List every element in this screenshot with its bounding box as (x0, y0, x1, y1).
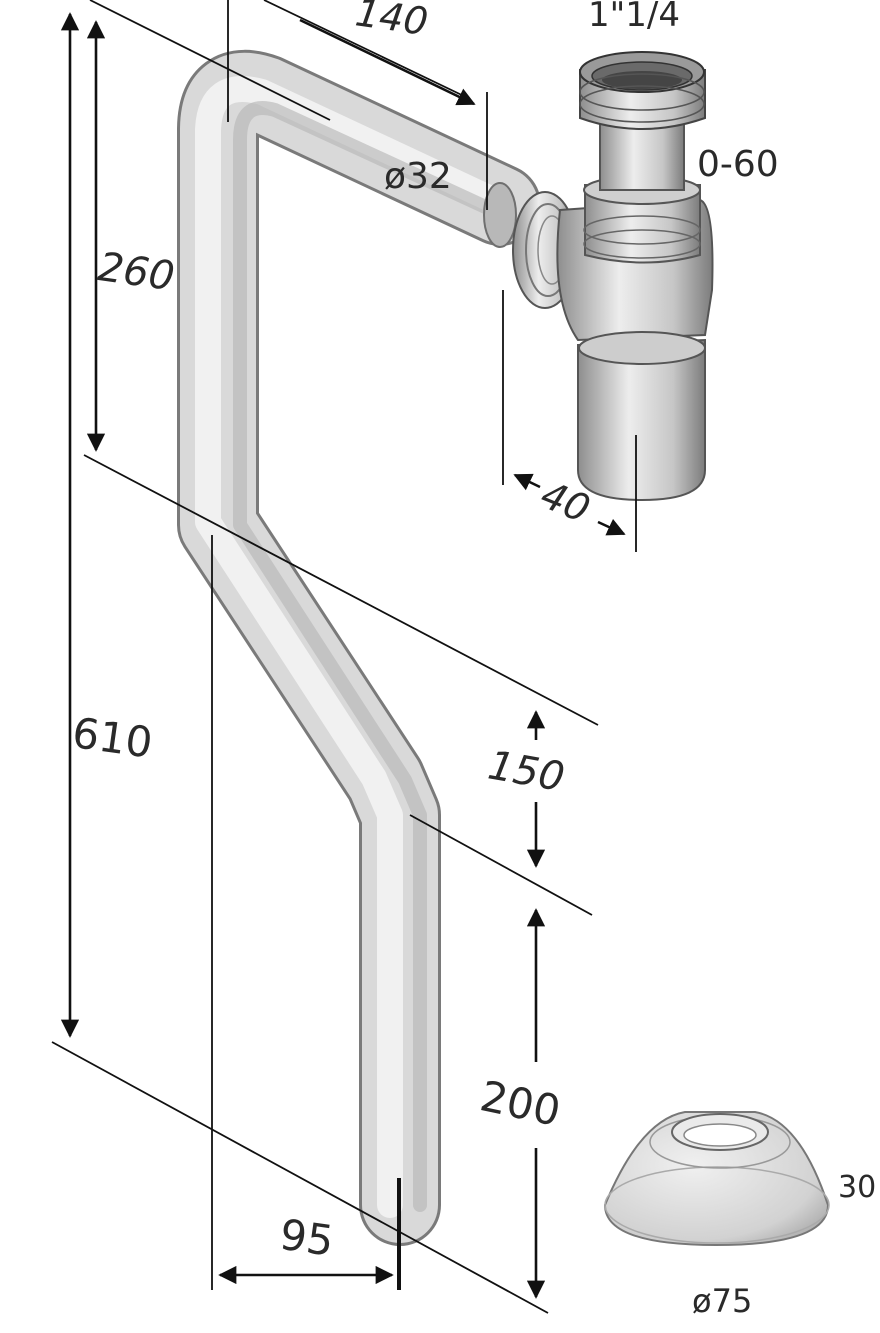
label-260: 260 (95, 244, 177, 300)
wall-rosette (603, 1111, 830, 1247)
label-95: 95 (277, 1210, 337, 1266)
extension-lines (51, 0, 637, 1314)
label-140: 140 (353, 0, 431, 44)
label-diam-32: ø32 (384, 156, 452, 197)
dim-40-line-left (513, 473, 541, 491)
bottle-trap (512, 51, 714, 502)
label-thread-size: 1"1/4 (588, 0, 680, 35)
drain-pipe (177, 49, 541, 1246)
label-610: 610 (69, 708, 155, 768)
label-200: 200 (476, 1071, 565, 1136)
dim-40-line-right (597, 518, 626, 536)
dimension-lines (60, 12, 626, 1299)
pipe-end-cap (483, 182, 517, 248)
dim-140-line (299, 18, 476, 106)
label-adjust-range: 0-60 (697, 144, 779, 185)
trap-bowl (577, 338, 706, 502)
label-rosette-diam: ø75 (692, 1282, 752, 1320)
label-150: 150 (485, 742, 568, 801)
label-rosette-height: 30 (838, 1170, 876, 1205)
